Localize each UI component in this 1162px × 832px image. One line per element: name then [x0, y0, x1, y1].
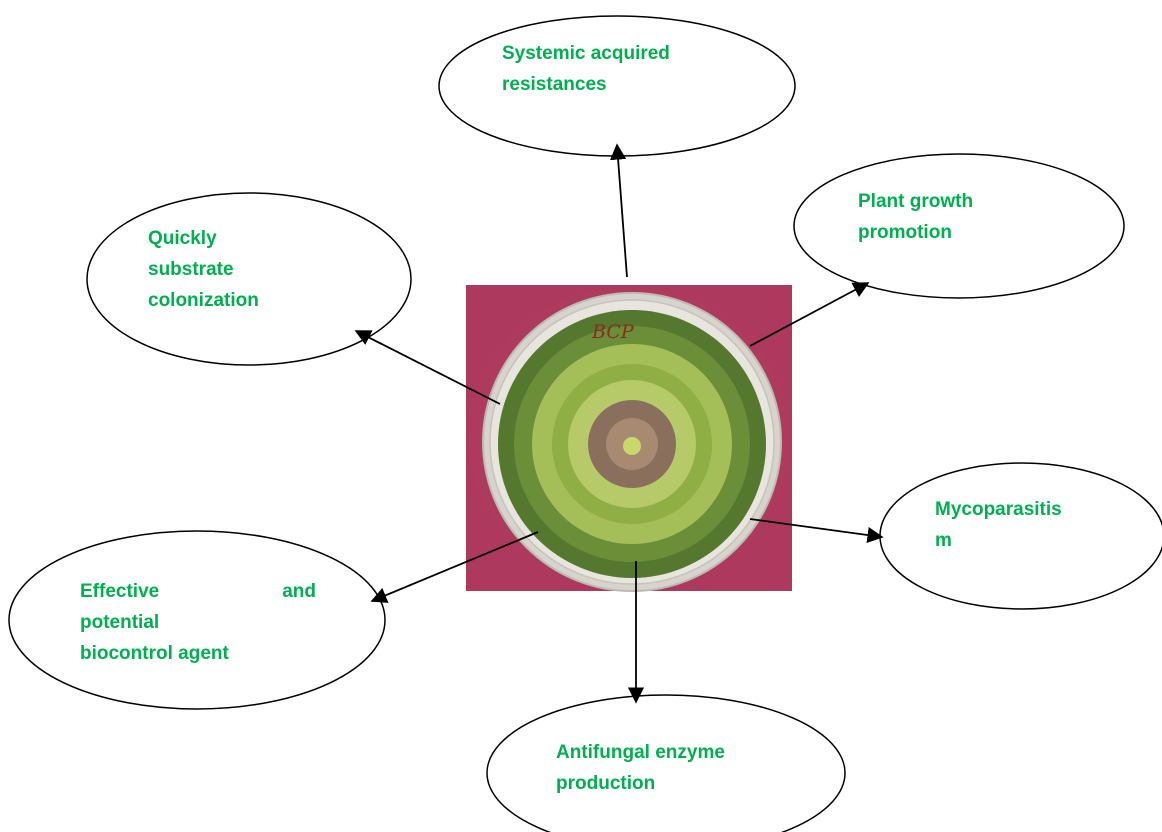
label-line: biocontrol agent [80, 638, 316, 669]
label-mycoparasitism: Mycoparasitis m [935, 494, 1105, 556]
arrow-to-systemic [617, 145, 627, 277]
dish-stamp-text: BCP [591, 321, 635, 343]
label-line: Antifungal enzyme [556, 737, 796, 768]
label-line: resistances [502, 69, 732, 100]
label-line: Systemic acquired [502, 38, 732, 69]
label-line: Quickly [148, 223, 348, 254]
label-antifungal-enzyme-production: Antifungal enzyme production [556, 737, 796, 799]
label-line: Mycoparasitis [935, 494, 1105, 525]
label-word: Effective [80, 576, 159, 607]
label-line: Plant growth [858, 186, 1058, 217]
label-systemic-acquired-resistance: Systemic acquired resistances [502, 38, 732, 100]
label-line: substrate [148, 254, 348, 285]
colony-core [623, 437, 641, 455]
label-line: colonization [148, 285, 348, 316]
label-line: production [556, 768, 796, 799]
label-word: and [282, 576, 316, 607]
label-line: Effective and [80, 576, 316, 607]
label-quickly-substrate-colonization: Quickly substrate colonization [148, 223, 348, 316]
label-line: potential [80, 607, 316, 638]
label-line: promotion [858, 217, 1058, 248]
label-line: m [935, 525, 1105, 556]
label-effective-biocontrol-agent: Effective and potential biocontrol agent [80, 576, 316, 669]
label-plant-growth-promotion: Plant growth promotion [858, 186, 1058, 248]
petri-dish-image: BCP [466, 285, 792, 591]
